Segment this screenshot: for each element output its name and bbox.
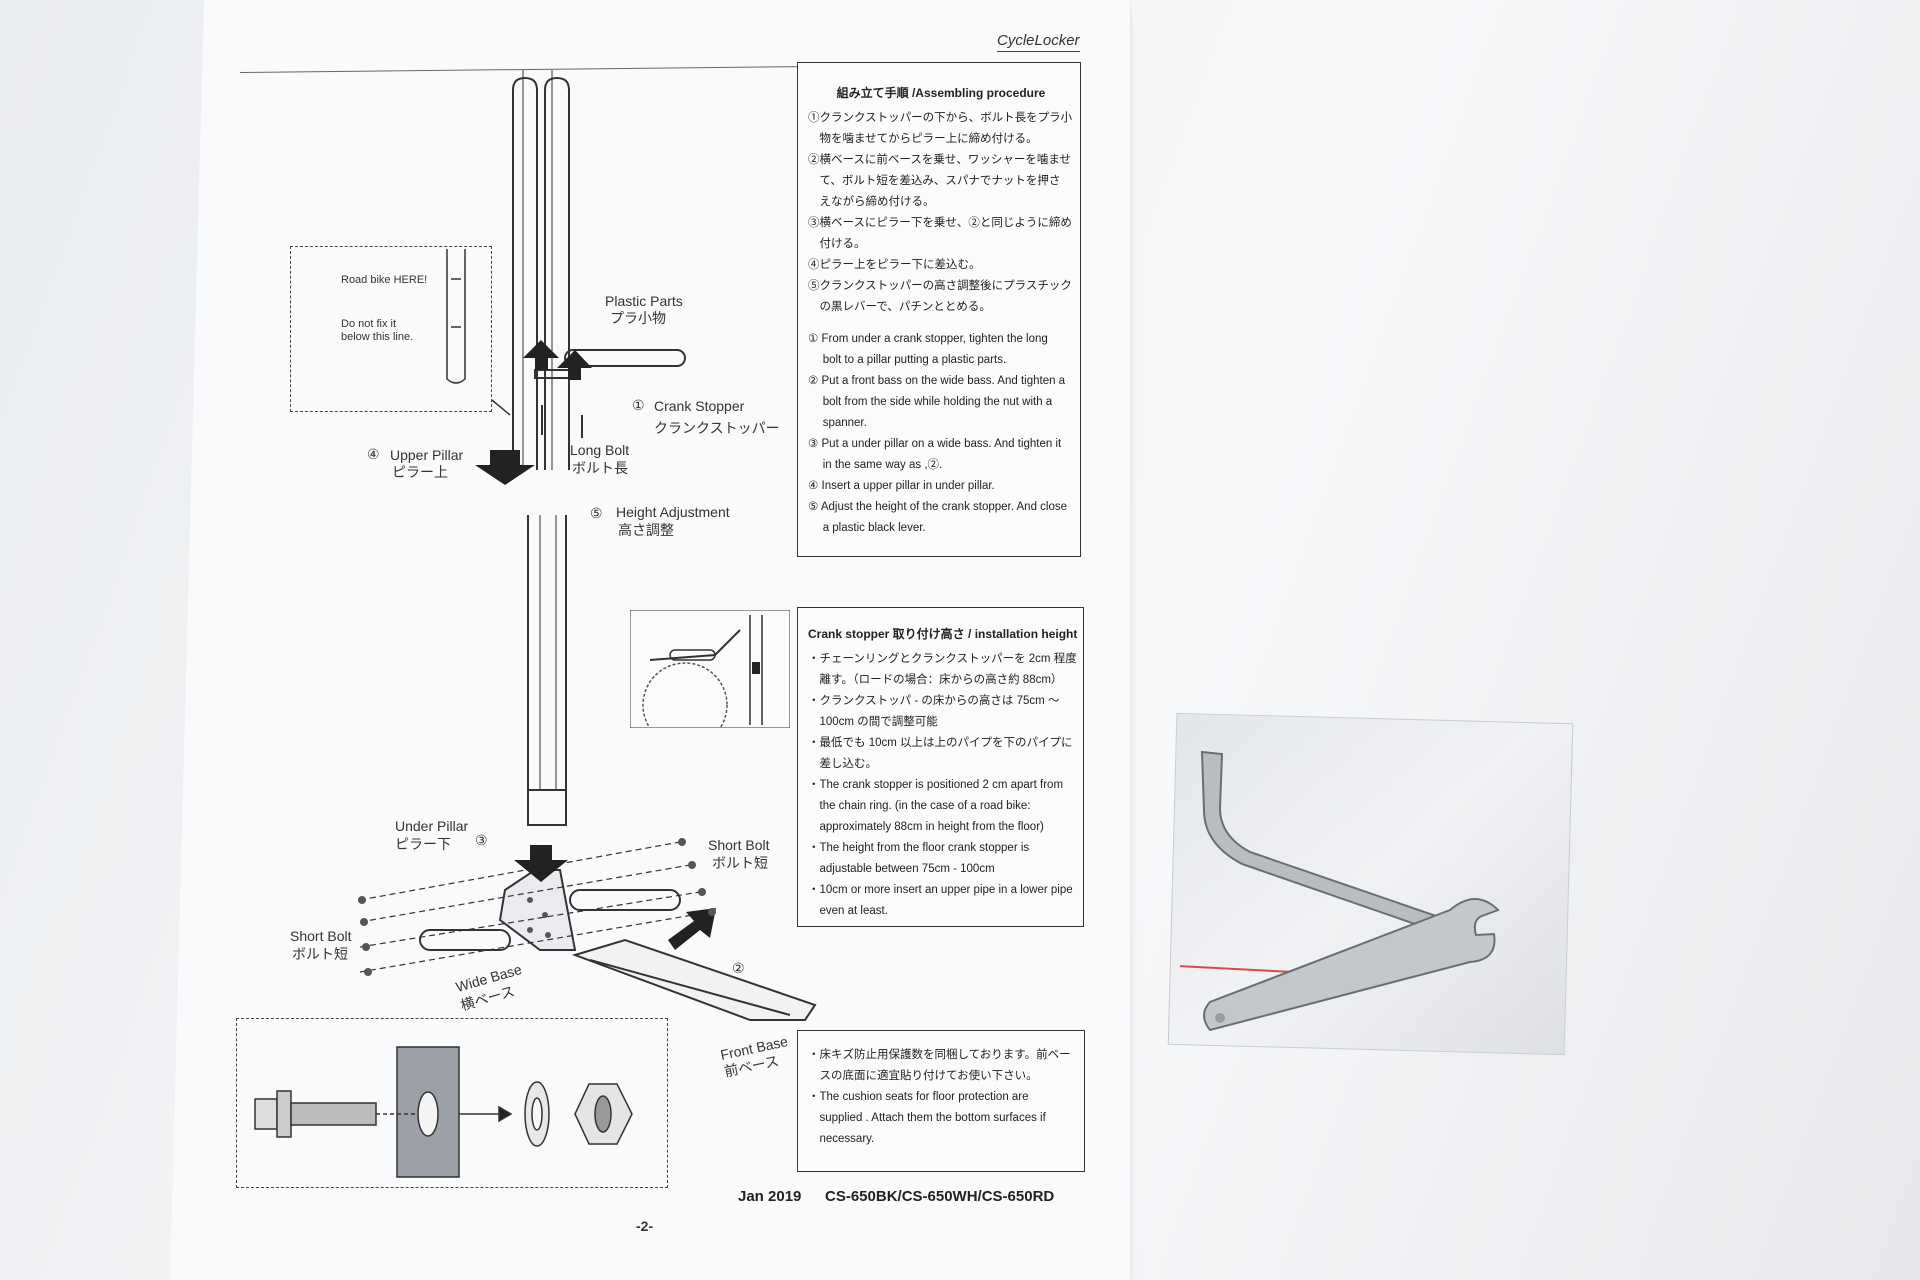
footer-date: Jan 2019	[738, 1188, 802, 1205]
cushion-line: ・床キズ防止用保護数を同梱しております。前ベー	[808, 1049, 1071, 1061]
assembly-line: ③横ベースにピラー下を乗せ、②と同じように締め	[808, 217, 1072, 229]
crank-line: ・最低でも 10cm 以上は上のパイプを下のパイプに	[808, 737, 1073, 749]
assembly-line: ④ Insert a upper pillar in under pillar.	[808, 480, 995, 492]
label-crank-stopper-en: Crank Stopper	[654, 398, 745, 414]
bolt-detail-box	[236, 1018, 668, 1188]
assembly-line: in the same way as ,②.	[808, 459, 943, 471]
assembly-line: 付ける。	[808, 238, 866, 250]
road-bike-note-box: Road bike HERE! Do not fix it below this…	[290, 246, 492, 412]
crank-line: 差し込む。	[808, 758, 877, 770]
label-height-adj-en: Height Adjustment	[616, 504, 730, 520]
assembly-line: ④ピラー上をピラー下に差込む。	[808, 259, 981, 271]
cushion-line: supplied . Attach them the bottom surfac…	[808, 1112, 1046, 1124]
assembly-procedure-title: 組み立て手順 /Assembling procedure	[836, 86, 1046, 100]
assembly-line: ③ Put a under pillar on a wide bass. And…	[808, 438, 1062, 450]
assembly-line: ① From under a crank stopper, tighten th…	[808, 333, 1048, 345]
label-front-base-num: ②	[732, 960, 745, 976]
cushion-line: ・The cushion seats for floor protection …	[808, 1091, 1029, 1103]
label-under-pillar-num: ③	[475, 832, 488, 848]
assembly-diagram	[358, 70, 817, 1021]
assembly-line: て、ボルト短を差込み、スパナでナットを押さ	[808, 175, 1061, 187]
assembly-line: ② Put a front bass on the wide bass. And…	[808, 375, 1066, 387]
assembly-line: の黒レバーで、パチンととめる。	[808, 301, 991, 313]
page-number: -2-	[636, 1218, 654, 1234]
label-short-bolt-left-jp: ボルト短	[292, 946, 348, 962]
crank-line: 離す。（ロードの場合：床からの高さ約 88cm）	[808, 674, 1063, 686]
crank-line: even at least.	[808, 905, 888, 917]
brand-logo: CycleLocker	[997, 32, 1080, 52]
label-under-pillar-jp: ピラー下	[395, 836, 451, 852]
assembly-line: spanner.	[808, 417, 867, 429]
assembly-line: ②横ベースに前ベースを乗せ、ワッシャーを噛ませ	[808, 154, 1072, 166]
label-height-adj-num: ⑤	[590, 505, 603, 521]
crank-line: ・チェーンリングとクランクストッパーを 2cm 程度	[808, 653, 1077, 665]
crank-line: ・クランクストッパ - の床からの高さは 75cm ～	[808, 695, 1060, 707]
note-road-bike: Road bike HERE!	[341, 274, 428, 286]
assembly-line: 物を噛ませてからピラー上に締め付ける。	[808, 133, 1038, 145]
label-crank-stopper-num: ①	[632, 397, 645, 413]
assembly-line: えながら締め付ける。	[808, 196, 935, 208]
crank-line: adjustable between 75cm - 100cm	[808, 863, 995, 875]
crank-stopper-box: Crank stopper 取り付け高さ / installation heig…	[797, 607, 1084, 927]
cushion-note-box: ・床キズ防止用保護数を同梱しております。前ベー スの底面に適宜貼り付けてお使い下…	[797, 1030, 1085, 1172]
assembly-line: ①クランクストッパーの下から、ボルト長をプラ小	[808, 112, 1073, 124]
bike-crank-sketch	[630, 610, 790, 728]
assembly-procedure-box: 組み立て手順 /Assembling procedure ①クランクストッパーの…	[797, 62, 1081, 557]
crank-line: 100cm の間で調整可能	[808, 716, 938, 728]
note-fix-line2: below this line.	[341, 331, 414, 343]
note-fix-line1: Do not fix it	[341, 318, 397, 330]
label-height-adj-jp: 高さ調整	[618, 522, 674, 538]
label-short-bolt-right-jp: ボルト短	[712, 855, 768, 871]
crank-line: approximately 88cm in height from the fl…	[808, 821, 1044, 833]
crank-line: ・10cm or more insert an upper pipe in a …	[808, 884, 1073, 896]
label-upper-pillar-num: ④	[367, 446, 380, 462]
crank-line: ・The height from the floor crank stopper…	[808, 842, 1030, 854]
assembly-line: ⑤クランクストッパーの高さ調整後にプラスチック	[808, 280, 1072, 292]
label-short-bolt-left-en: Short Bolt	[290, 928, 352, 944]
label-long-bolt-en: Long Bolt	[570, 442, 630, 458]
crank-line: the chain ring. (in the case of a road b…	[808, 800, 1031, 812]
label-plastic-parts-en: Plastic Parts	[605, 293, 683, 309]
assembly-spacer	[808, 318, 1074, 329]
assembly-line: bolt from the side while holding the nut…	[808, 396, 1053, 408]
assembly-line: bolt to a pillar putting a plastic parts…	[808, 354, 1007, 366]
label-plastic-parts-jp: プラ小物	[610, 310, 666, 326]
crank-line: ・The crank stopper is positioned 2 cm ap…	[808, 779, 1064, 791]
cushion-line: necessary.	[808, 1133, 875, 1145]
label-crank-stopper-jp: クランクストッパー	[654, 420, 780, 436]
label-short-bolt-right-en: Short Bolt	[708, 837, 770, 853]
footer-models: CS-650BK/CS-650WH/CS-650RD	[825, 1188, 1055, 1205]
assembly-line: ⑤ Adjust the height of the crank stopper…	[808, 501, 1068, 513]
label-under-pillar-en: Under Pillar	[395, 818, 469, 834]
pillar-sketch	[446, 249, 466, 384]
bolt-detail-drawing	[254, 1046, 633, 1178]
cushion-line: スの底面に適宜貼り付けてお使い下さい。	[808, 1070, 1038, 1082]
tools-drawing	[1200, 750, 1500, 1032]
label-upper-pillar-en: Upper Pillar	[390, 447, 464, 463]
label-upper-pillar-jp: ピラー上	[392, 464, 448, 480]
assembly-line: a plastic black lever.	[808, 522, 926, 534]
label-long-bolt-jp: ボルト長	[572, 460, 628, 476]
crank-stopper-title: Crank stopper 取り付け高さ / installation heig…	[808, 627, 1078, 641]
